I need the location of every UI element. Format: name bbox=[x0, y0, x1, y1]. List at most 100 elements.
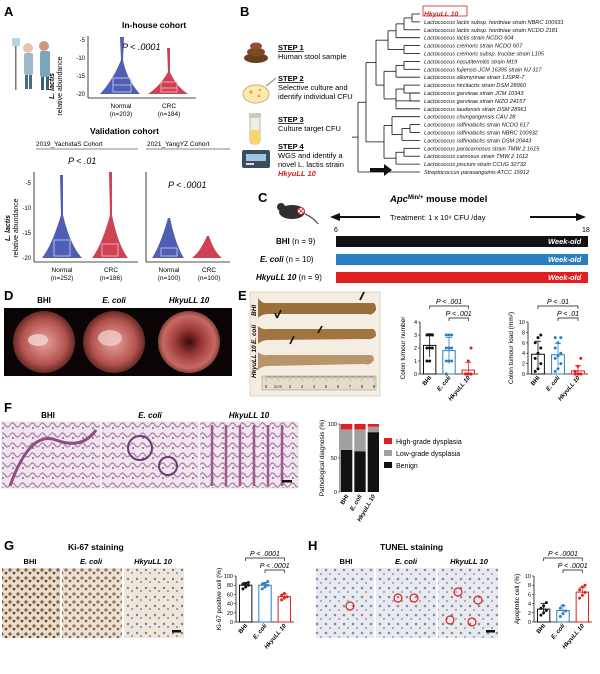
tree-leaf-label: Lactococcus carnosus strain TMW 2.1612 bbox=[424, 154, 529, 160]
ruler-label: 6 bbox=[337, 384, 340, 389]
significance-bracket bbox=[245, 557, 285, 561]
ruler-label: 2 bbox=[289, 384, 292, 389]
data-point bbox=[282, 591, 286, 595]
tree-leaf-label: HkyuLL 10 bbox=[424, 11, 458, 18]
highlight-box bbox=[422, 5, 468, 17]
y-axis-label: Colon tumour load (mm²) bbox=[508, 312, 515, 384]
y-tick-label: 3 bbox=[414, 333, 417, 339]
tree-leaf-label: Lactococcus hircilactis strain DSM 28960 bbox=[424, 83, 527, 89]
data-point bbox=[469, 346, 473, 350]
data-point bbox=[578, 596, 582, 600]
x-tick-label: E. coli bbox=[350, 494, 364, 513]
data-point bbox=[464, 372, 468, 376]
violin-yachida-crc bbox=[92, 172, 128, 258]
e-colon-label-3: HkyuLL 10 bbox=[251, 345, 258, 378]
a-ylabel-bottom-2: relative abundance bbox=[13, 198, 20, 257]
f-legend: High-grade dysplasia Low-grade dysplasia… bbox=[384, 438, 462, 470]
violin-inhouse-crc bbox=[148, 48, 188, 94]
data-point bbox=[553, 356, 557, 360]
panel-letter-e: E bbox=[238, 288, 247, 303]
step-4-desc-2: novel L. lactis strain bbox=[278, 160, 344, 169]
people-illustration bbox=[12, 38, 50, 90]
ruler-label: 1cm bbox=[274, 384, 283, 389]
data-point bbox=[282, 596, 286, 600]
data-point bbox=[544, 601, 548, 605]
data-point bbox=[444, 372, 448, 376]
y-tick-label: 1 bbox=[414, 359, 417, 365]
ki67-image-ecoli bbox=[62, 568, 122, 638]
y-tick-label: 0 bbox=[414, 372, 417, 378]
validation-title: Validation cohort bbox=[90, 126, 159, 136]
tree-leaf-label: Lactococcus lactis subsp. hordniae strai… bbox=[424, 20, 564, 26]
violin-yang-normal bbox=[152, 218, 184, 258]
x-tick-label: E. coli bbox=[546, 375, 562, 393]
y-axis-label: Ki-67 positive cell (%) bbox=[216, 568, 223, 631]
ki67-image-hkyull10 bbox=[124, 568, 184, 638]
step-4-title: STEP 4 bbox=[278, 142, 305, 151]
step-2-title: STEP 2 bbox=[278, 74, 304, 83]
culture-tube-icon bbox=[249, 113, 261, 145]
panel-c: C ApcMin/+ mouse model Treatment: 1 x 10… bbox=[256, 190, 590, 283]
a-ylabel-top-2: relative abundance bbox=[57, 56, 64, 115]
ruler-label: 5 bbox=[325, 384, 328, 389]
panel-letter-a: A bbox=[4, 4, 14, 19]
stacked-bar-segment bbox=[354, 429, 366, 452]
data-point bbox=[444, 333, 448, 337]
data-point bbox=[564, 609, 568, 613]
p-value-label: P < .0001 bbox=[548, 551, 578, 558]
stacked-bar-segment bbox=[341, 424, 353, 430]
a-yang-normal-label: Normal bbox=[159, 267, 181, 274]
y-tick-label: 2 bbox=[528, 611, 531, 617]
arrow-marker-2 bbox=[359, 291, 365, 301]
data-point bbox=[425, 359, 429, 363]
stacked-bar-segment bbox=[354, 451, 366, 492]
tunel-image-bhi bbox=[316, 568, 374, 638]
tree-leaf-label: Lactococcus paracarnosus strain TMW 2.16… bbox=[424, 146, 540, 152]
p-value-label: P < .001 bbox=[436, 299, 462, 306]
tree-leaf-label: Lactococcus piscium strain CCUG 32732 bbox=[424, 162, 527, 168]
apoptotic-cell-markers bbox=[345, 587, 483, 627]
panel-h: H TUNEL staining BHI E. coli HkyuLL 10 0… bbox=[308, 538, 592, 650]
stacked-bar-segment bbox=[354, 424, 366, 430]
data-point bbox=[539, 333, 543, 337]
y-axis-label: Apoptotic cell (%) bbox=[514, 574, 521, 625]
colon-hkyull10 bbox=[258, 352, 374, 370]
tree-leaf-label: Lactococcus raffinolactis strain NBRC 10… bbox=[424, 131, 539, 137]
data-point bbox=[450, 359, 454, 363]
a-bottom-tick-2: -10 bbox=[22, 206, 31, 212]
data-point bbox=[428, 333, 432, 337]
g-label-ecoli: E. coli bbox=[80, 557, 103, 566]
data-point bbox=[280, 598, 284, 602]
y-tick-label: 4 bbox=[528, 602, 531, 608]
data-point bbox=[241, 587, 245, 591]
a-bottom-tick-3: -15 bbox=[22, 231, 31, 237]
legend-high-grade: High-grade dysplasia bbox=[396, 439, 462, 446]
data-point bbox=[266, 583, 270, 587]
y-axis-label: Pathological diagnosis (%) bbox=[319, 420, 326, 497]
data-point bbox=[469, 372, 473, 376]
x-tick-label: E. coli bbox=[253, 623, 269, 641]
x-tick-label: BHI bbox=[340, 494, 351, 506]
step-4-highlight: HkyuLL 10 bbox=[278, 169, 317, 178]
d-label-ecoli: E. coli bbox=[102, 296, 126, 305]
y-tick-label: 8 bbox=[528, 583, 531, 589]
data-point bbox=[444, 346, 448, 350]
mouse-icon bbox=[277, 203, 319, 225]
a-yachida-normal-n: (n=252) bbox=[51, 275, 74, 282]
data-point bbox=[430, 346, 434, 350]
data-point bbox=[260, 582, 264, 586]
significance-bracket bbox=[537, 305, 579, 309]
step-4-desc-1: WGS and identify a bbox=[278, 151, 343, 160]
panel-letter-f: F bbox=[4, 400, 12, 415]
inhouse-title: In-house cohort bbox=[122, 20, 186, 30]
data-point bbox=[558, 614, 562, 618]
legend-low-grade: Low-grade dysplasia bbox=[396, 451, 460, 458]
data-point bbox=[244, 585, 248, 589]
data-point bbox=[561, 612, 565, 616]
tunel-image-hkyull10 bbox=[438, 568, 498, 638]
c-group-1: BHI (n = 9) bbox=[276, 237, 316, 246]
